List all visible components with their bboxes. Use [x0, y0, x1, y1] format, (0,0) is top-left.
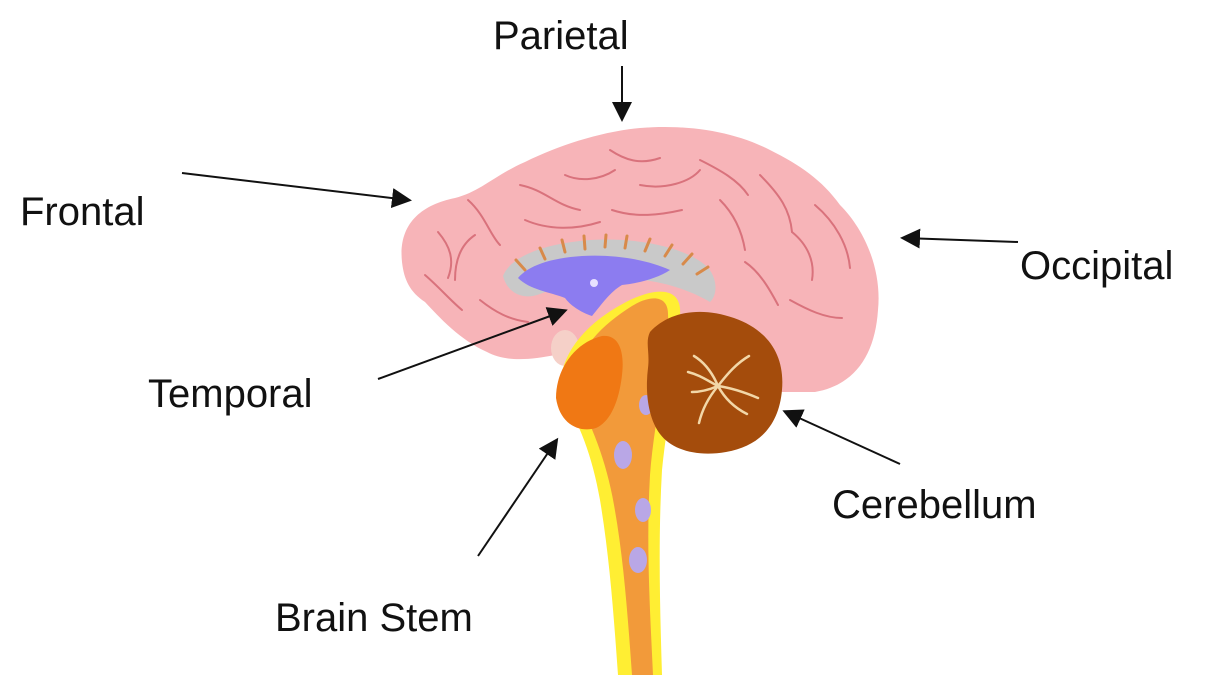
cerebellum-label: Cerebellum: [832, 485, 1037, 525]
frontal-label: Frontal: [20, 192, 145, 232]
parietal-label: Parietal: [493, 16, 629, 56]
occipital-arrow: [904, 238, 1018, 242]
cerebellum-arrow: [786, 412, 900, 464]
brain-stem-label: Brain Stem: [275, 598, 473, 638]
occipital-label: Occipital: [1020, 246, 1173, 286]
brain-stem-arrow: [478, 441, 556, 556]
frontal-arrow: [182, 173, 408, 200]
temporal-label: Temporal: [148, 374, 313, 414]
ventricle-highlight: [590, 279, 598, 287]
